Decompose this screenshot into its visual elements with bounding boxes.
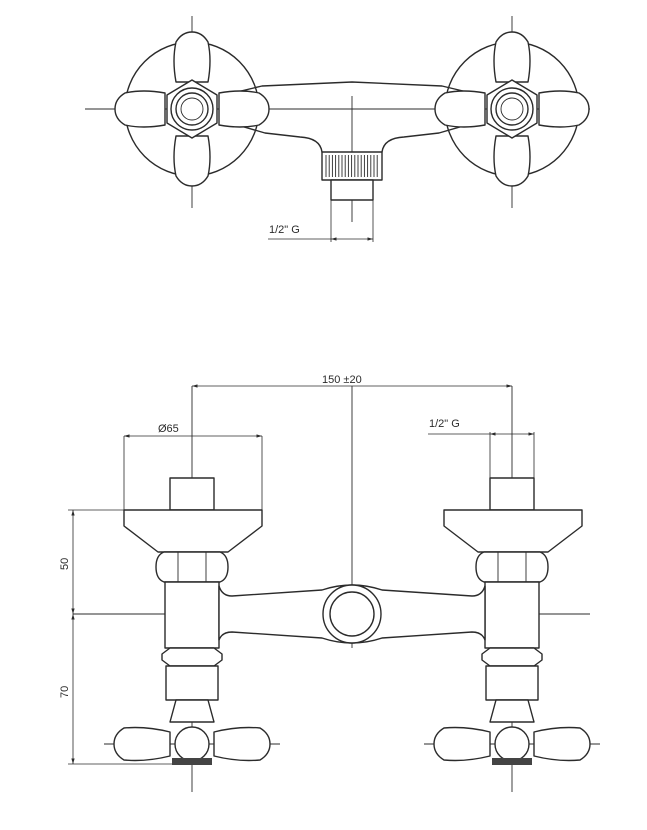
front-left-handle-lever-right bbox=[213, 726, 271, 762]
top-body-lower-right-edge bbox=[381, 119, 485, 153]
top-view: 1/2" G bbox=[85, 16, 590, 242]
top-right-handle-lever-left bbox=[434, 90, 486, 128]
front-outlet-inner-ring bbox=[329, 591, 375, 637]
top-right-spindle-inner bbox=[495, 92, 529, 126]
front-left-handle-base bbox=[172, 758, 212, 765]
front-right-valve bbox=[433, 477, 591, 765]
front-left-hex-nut bbox=[155, 551, 229, 583]
front-left-handle-cap bbox=[174, 726, 210, 762]
front-right-handle-hub bbox=[489, 699, 535, 723]
front-left-handle-hub bbox=[169, 699, 215, 723]
top-outlet-connector bbox=[321, 151, 383, 201]
front-left-valve-body bbox=[164, 581, 220, 649]
top-left-hex-nut bbox=[166, 79, 218, 139]
top-left-handle-lever-down bbox=[173, 135, 211, 187]
front-left-spindle-top bbox=[169, 477, 215, 511]
height-upper-label: 50 bbox=[59, 558, 71, 570]
top-right-handle-lever-up bbox=[493, 31, 531, 83]
top-left-valve bbox=[114, 31, 270, 187]
top-left-spindle-outer bbox=[170, 87, 214, 131]
top-outlet-thread bbox=[330, 179, 374, 201]
top-left-spindle-core bbox=[180, 97, 204, 121]
rosette-diameter-label: Ø65 bbox=[158, 423, 179, 435]
center-distance-label: 150 ±20 bbox=[322, 374, 362, 386]
front-right-handle-lever-right bbox=[533, 726, 591, 762]
front-right-handle-cap bbox=[494, 726, 530, 762]
front-right-spindle-top bbox=[489, 477, 535, 511]
front-left-handle-lever-left bbox=[113, 726, 171, 762]
top-left-handle-lever-left bbox=[114, 90, 166, 128]
front-right-handle-lever-left bbox=[433, 726, 491, 762]
front-left-rosette bbox=[123, 509, 263, 553]
top-left-spindle-inner bbox=[175, 92, 209, 126]
top-left-handle-lever-right bbox=[218, 90, 270, 128]
height-lower-label: 70 bbox=[59, 686, 71, 698]
front-right-hex-nut bbox=[475, 551, 549, 583]
front-right-collar bbox=[481, 647, 543, 667]
top-body-lower-left-edge bbox=[219, 119, 323, 153]
top-left-handle-lever-up bbox=[173, 31, 211, 83]
front-left-collar bbox=[161, 647, 223, 667]
top-thread-label: 1/2" G bbox=[269, 224, 300, 236]
front-view: 150 ±20 Ø65 1/2" G 50 70 bbox=[59, 374, 600, 792]
top-body-upper-edge bbox=[219, 81, 485, 97]
front-right-rosette bbox=[443, 509, 583, 553]
front-right-valve-body bbox=[484, 581, 540, 649]
top-right-handle-lever-down bbox=[493, 135, 531, 187]
top-right-spindle-outer bbox=[490, 87, 534, 131]
front-right-handle-base bbox=[492, 758, 532, 765]
front-left-lower-body bbox=[165, 665, 219, 701]
top-right-hex-nut bbox=[486, 79, 538, 139]
top-right-handle-lever-right bbox=[538, 90, 590, 128]
front-right-lower-body bbox=[485, 665, 539, 701]
front-left-valve bbox=[113, 477, 271, 765]
top-outlet-knurl-lines bbox=[325, 155, 378, 177]
outlet-thread-label: 1/2" G bbox=[429, 418, 460, 430]
top-right-spindle-core bbox=[500, 97, 524, 121]
front-outlet-outer-ring bbox=[322, 584, 382, 644]
top-right-valve bbox=[434, 31, 590, 187]
